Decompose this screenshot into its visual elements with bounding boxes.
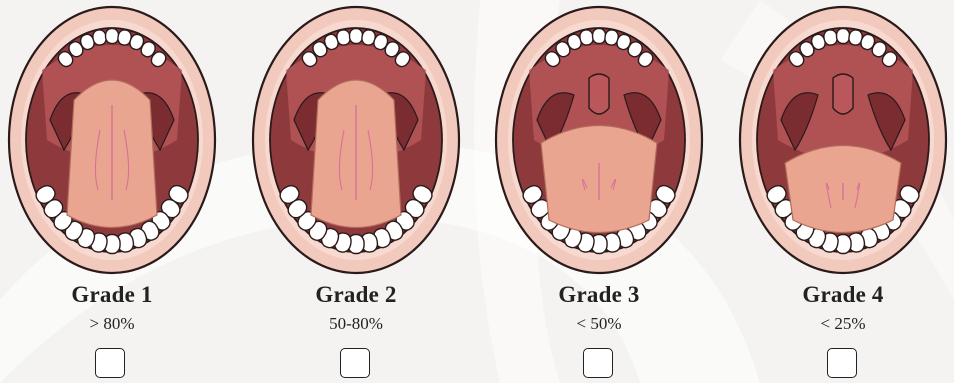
grade-4-mouth-illustration	[723, 0, 954, 280]
grade-2-mouth-illustration	[236, 0, 476, 280]
grade-3-mouth-illustration	[479, 0, 719, 280]
grade-2-percent: 50-80%	[236, 314, 476, 334]
grade-3-panel: Grade 3 < 50%	[479, 0, 719, 383]
upper-tooth	[593, 28, 606, 43]
grade-3-percent: < 50%	[479, 314, 719, 334]
grade-1-mouth-illustration	[0, 0, 232, 280]
grade-4-panel: Grade 4 < 25%	[723, 0, 954, 383]
grade-1-title: Grade 1	[0, 282, 232, 308]
grade-4-title: Grade 4	[723, 282, 954, 308]
grade-4-checkbox[interactable]	[827, 348, 857, 378]
grade-1-checkbox[interactable]	[95, 348, 125, 378]
grade-4-percent: < 25%	[723, 314, 954, 334]
grade-2-title: Grade 2	[236, 282, 476, 308]
grade-1-percent: > 80%	[0, 314, 232, 334]
grade-2-panel: Grade 2 50-80%	[236, 0, 476, 383]
upper-tooth	[106, 28, 119, 43]
upper-tooth	[837, 28, 850, 43]
upper-tooth	[350, 28, 363, 43]
grade-3-checkbox[interactable]	[583, 348, 613, 378]
grade-1-panel: Grade 1 > 80%	[0, 0, 232, 383]
grade-3-title: Grade 3	[479, 282, 719, 308]
grade-2-checkbox[interactable]	[340, 348, 370, 378]
